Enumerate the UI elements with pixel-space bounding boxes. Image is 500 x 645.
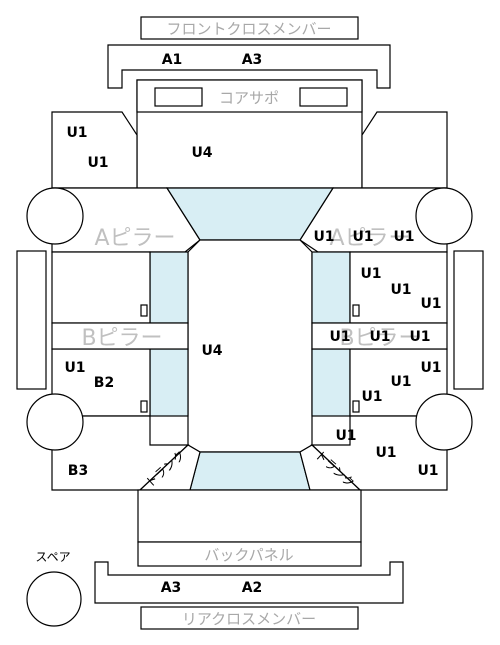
b-pillar-right-label: Bピラー: [339, 326, 420, 351]
left-front-door-handle[interactable]: [140, 304, 148, 317]
b-pillar-right[interactable]: [311, 322, 448, 350]
rear-cross-member-label: リアクロスメンバー: [182, 610, 316, 628]
code-front-left-2: U1: [87, 155, 108, 171]
spare-label: スペア: [35, 550, 70, 564]
right-side-step[interactable]: [453, 250, 484, 390]
left-front-door[interactable]: [51, 251, 151, 324]
code-b-pillar-right-3: U1: [409, 329, 430, 345]
spare-tire[interactable]: [26, 571, 82, 627]
front-bumper-bracket[interactable]: [107, 44, 391, 89]
code-roof: U4: [201, 343, 222, 359]
wheel-front-left[interactable]: [26, 187, 84, 245]
code-b-pillar-right-2: U1: [369, 329, 390, 345]
back-panel[interactable]: [137, 541, 362, 567]
trunk-lid[interactable]: [137, 489, 362, 543]
code-front-a3: A3: [242, 52, 263, 68]
left-side-step[interactable]: [16, 250, 47, 390]
right-rear-window[interactable]: [311, 348, 351, 417]
code-hood: U4: [191, 145, 212, 161]
wheel-rear-left[interactable]: [26, 393, 84, 451]
code-rear-right-2: U1: [375, 445, 396, 461]
code-right-rear-door-1: U1: [420, 360, 441, 376]
right-front-door-handle[interactable]: [352, 304, 360, 317]
code-right-front-door-3: U1: [420, 296, 441, 312]
code-rear-a2: A2: [242, 580, 263, 596]
left-rear-window[interactable]: [149, 348, 189, 417]
wheel-rear-right[interactable]: [415, 393, 473, 451]
back-panel-label: バックパネル: [204, 546, 293, 564]
code-right-front-door-2: U1: [390, 282, 411, 298]
b-pillar-left[interactable]: [51, 322, 189, 350]
code-front-left-1: U1: [66, 125, 87, 141]
core-support-label: コアサポ: [219, 89, 279, 107]
rear-cross-member-box[interactable]: [140, 606, 359, 630]
left-front-window[interactable]: [149, 251, 189, 324]
rear-window[interactable]: [189, 451, 311, 491]
right-rear-door-handle[interactable]: [352, 400, 360, 413]
left-rear-door-handle[interactable]: [140, 400, 148, 413]
code-a-pillar-right-3: U1: [393, 229, 414, 245]
code-right-front-door-1: U1: [360, 266, 381, 282]
code-rear-right-3: U1: [417, 463, 438, 479]
code-right-rear-door-2: U1: [390, 374, 411, 390]
code-a-pillar-right-1: U1: [313, 229, 334, 245]
right-front-window[interactable]: [311, 251, 351, 324]
code-right-rear-door-3: U1: [361, 389, 382, 405]
code-front-a1: A1: [162, 52, 183, 68]
right-front-door[interactable]: [349, 251, 448, 324]
a-pillar-left-label: Aピラー: [94, 226, 175, 251]
b-pillar-left-label: Bピラー: [81, 326, 162, 351]
rear-bumper-bracket[interactable]: [94, 561, 404, 604]
code-left-rear-door-2: B2: [94, 375, 114, 391]
headlight-right[interactable]: [299, 87, 348, 107]
wheel-front-right[interactable]: [415, 187, 473, 245]
front-left-fender[interactable]: [51, 111, 138, 189]
code-rear-right-1: U1: [335, 428, 356, 444]
headlight-left[interactable]: [154, 87, 203, 107]
code-rear-left: B3: [68, 463, 88, 479]
a-pillar-right-label: Aピラー: [329, 226, 410, 251]
code-rear-a3: A3: [161, 580, 182, 596]
front-cross-member-box[interactable]: [140, 16, 359, 40]
code-a-pillar-right-2: U1: [352, 229, 373, 245]
code-b-pillar-right-1: U1: [329, 329, 350, 345]
front-right-fender[interactable]: [361, 111, 448, 189]
code-left-rear-door-1: U1: [64, 360, 85, 376]
front-cross-member-label: フロントクロスメンバー: [166, 20, 331, 38]
